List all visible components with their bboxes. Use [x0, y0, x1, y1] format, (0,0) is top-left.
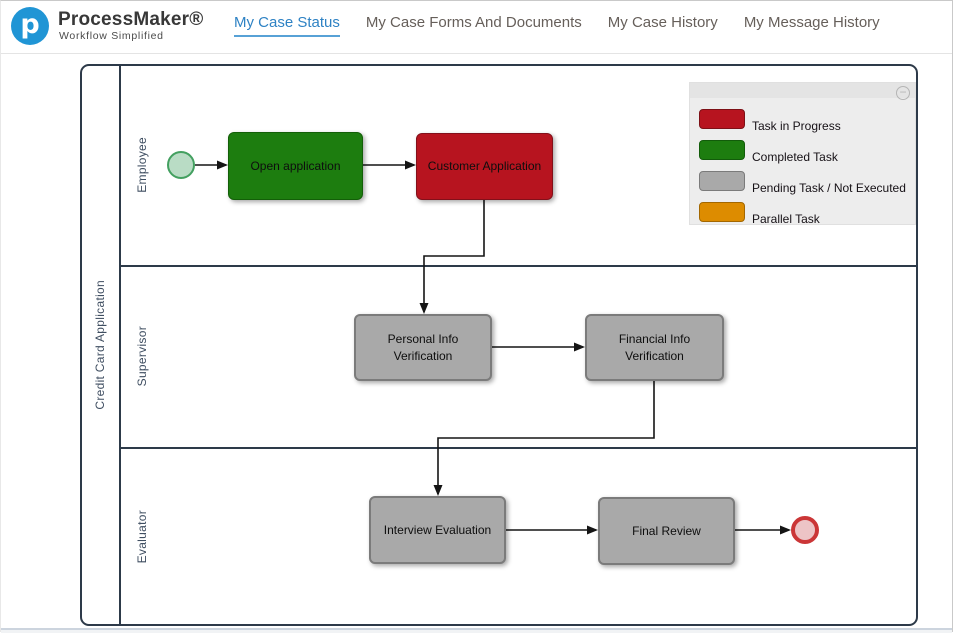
legend-item: Task in Progress	[699, 99, 906, 133]
task-interview-evaluation: Interview Evaluation	[369, 496, 506, 564]
lane-label-text: Evaluator	[135, 509, 149, 564]
legend-item: Completed Task	[699, 130, 906, 164]
swatch-task-in-progress	[699, 109, 745, 129]
pool-label: Credit Card Application	[81, 64, 119, 626]
lane-label-supervisor: Supervisor	[130, 267, 154, 445]
brand-tagline: Workflow Simplified	[59, 30, 164, 42]
pool-title-divider	[119, 64, 121, 626]
lane-divider	[120, 447, 918, 449]
legend-label: Pending Task / Not Executed	[752, 181, 906, 195]
tab-my-case-forms-and-documents[interactable]: My Case Forms And Documents	[365, 13, 582, 31]
header: p ProcessMaker® Workflow Simplified My C…	[1, 1, 952, 54]
start-event	[167, 151, 195, 179]
legend-label: Task in Progress	[752, 119, 841, 133]
legend-label: Completed Task	[752, 150, 838, 164]
legend-rows: Task in Progress Completed Task Pending …	[699, 99, 906, 226]
end-event	[791, 516, 819, 544]
lane-label-evaluator: Evaluator	[130, 449, 154, 624]
task-final-review: Final Review	[598, 497, 735, 565]
processmaker-logo-icon: p	[11, 7, 49, 45]
pool-label-text: Credit Card Application	[93, 280, 107, 410]
legend-label: Parallel Task	[752, 212, 820, 226]
task-financial-info-verification: Financial Info Verification	[585, 314, 724, 381]
task-personal-info-verification: Personal Info Verification	[354, 314, 492, 381]
swatch-parallel-task	[699, 202, 745, 222]
legend-panel: − Task in Progress Completed Task Pendin…	[689, 82, 916, 226]
tab-my-case-history[interactable]: My Case History	[607, 13, 718, 31]
legend-header	[690, 83, 915, 98]
legend-item: Parallel Task	[699, 192, 906, 226]
legend-item: Pending Task / Not Executed	[699, 161, 906, 195]
lane-label-text: Employee	[135, 137, 149, 193]
main-nav: My Case Status My Case Forms And Documen…	[234, 1, 880, 49]
task-open-application: Open application	[228, 132, 363, 200]
pool-border	[80, 64, 918, 626]
lane-label-text: Supervisor	[135, 325, 149, 387]
swatch-completed-task	[699, 140, 745, 160]
tab-my-message-history[interactable]: My Message History	[743, 13, 880, 31]
lane-divider	[120, 265, 918, 267]
collapse-icon[interactable]: −	[896, 86, 910, 100]
swatch-pending-task	[699, 171, 745, 191]
tab-my-case-status[interactable]: My Case Status	[234, 14, 340, 37]
brand-title: ProcessMaker®	[58, 9, 204, 30]
task-customer-application: Customer Application	[416, 133, 553, 200]
lane-label-employee: Employee	[130, 66, 154, 264]
bottom-border	[1, 628, 952, 630]
